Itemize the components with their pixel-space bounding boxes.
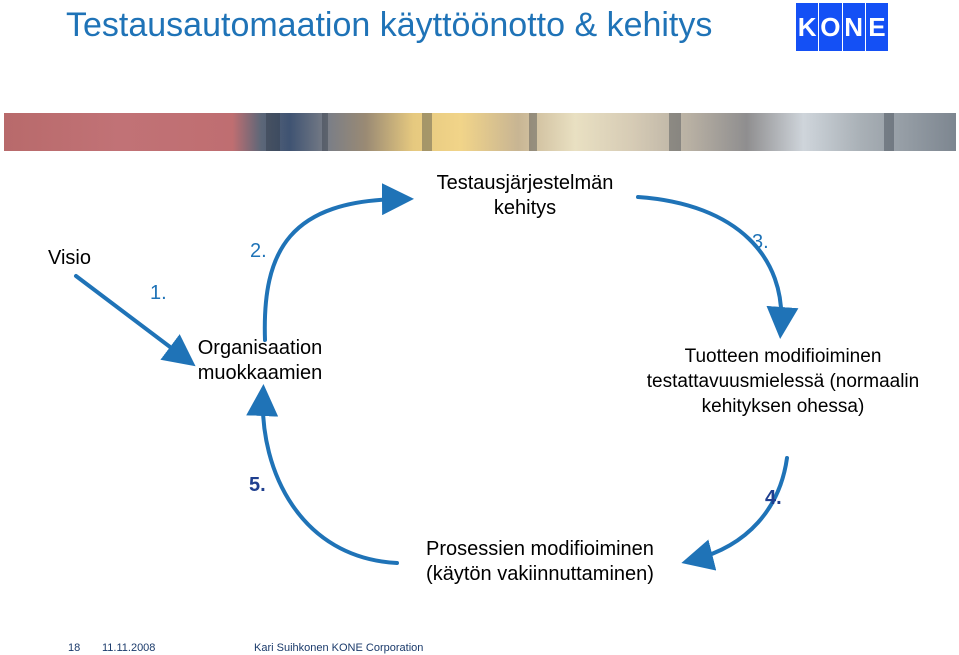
logo-letter-e: E (865, 3, 888, 51)
kone-logo: K O N E (796, 3, 888, 51)
photo-beam (884, 113, 894, 151)
step-5-number: 5. (249, 474, 266, 496)
arrow-bottom-to-left (246, 384, 399, 565)
right-stage-text: Tuotteen modifioiminen testattavuusmiele… (646, 346, 920, 417)
right-stage-label: Tuotteen modifioiminen testattavuusmiele… (608, 344, 958, 419)
arrow-top-to-right (636, 195, 799, 339)
left-stage-label: Organisaation muokkaamien (174, 336, 346, 386)
top-stage-text: Testausjärjestelmän kehitys (436, 172, 614, 219)
slide-title: Testausautomaation käyttöönotto & kehity… (66, 6, 713, 44)
left-stage-text: Organisaation muokkaamien (197, 337, 323, 384)
footer-date: 11.11.2008 (102, 642, 156, 654)
arrow-left-to-top (262, 183, 414, 342)
step-4-number: 4. (765, 487, 782, 509)
step-1-number: 1. (150, 282, 167, 304)
footer-page-number: 18 (68, 642, 81, 654)
step-3-number: 3. (752, 231, 769, 253)
top-stage-label: Testausjärjestelmän kehitys (408, 171, 642, 221)
step-2-number: 2. (250, 240, 267, 262)
photo-beam (669, 113, 681, 151)
logo-letter-o: O (819, 3, 842, 51)
logo-letter-n: N (842, 3, 865, 51)
visio-label: Visio (48, 247, 91, 269)
bottom-stage-label: Prosessien modifioiminen (käytön vakiinn… (392, 537, 688, 587)
header-photo-strip (4, 113, 956, 151)
photo-beam (529, 113, 537, 151)
photo-beam (422, 113, 432, 151)
logo-letter-k: K (796, 3, 819, 51)
bottom-stage-text: Prosessien modifioiminen (käytön vakiinn… (426, 538, 654, 585)
footer-author: Kari Suihkonen KONE Corporation (254, 642, 424, 654)
arrow-visio-to-left (74, 274, 196, 367)
photo-beam (266, 113, 280, 151)
photo-beam (322, 113, 328, 151)
arrow-right-to-bottom (681, 456, 789, 571)
